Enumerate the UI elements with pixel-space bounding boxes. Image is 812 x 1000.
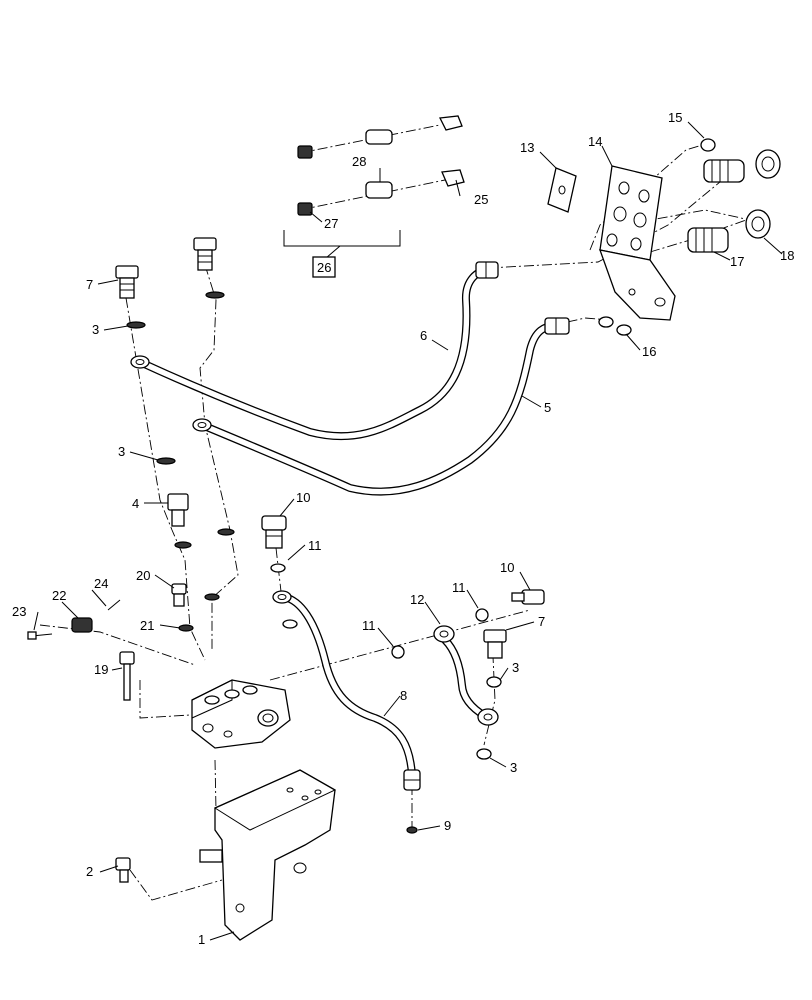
banjo-fittings	[130, 355, 499, 726]
callout-8: 8	[400, 688, 407, 703]
kit-parts-lower	[297, 169, 465, 216]
callout-10-a: 10	[296, 490, 310, 505]
callout-23: 23	[12, 604, 26, 619]
valve-block	[191, 679, 291, 749]
callout-3-c: 3	[512, 660, 519, 675]
callout-17: 17	[730, 254, 744, 269]
couplers-17	[687, 159, 745, 253]
callout-3-b: 3	[118, 444, 125, 459]
nut-15	[700, 138, 716, 152]
callout-7-b: 7	[538, 614, 545, 629]
callout-5: 5	[544, 400, 551, 415]
callout-4: 4	[132, 496, 139, 511]
callout-6: 6	[420, 328, 427, 343]
callout-9: 9	[444, 818, 451, 833]
dust-caps-18	[745, 149, 781, 239]
callout-20: 20	[136, 568, 150, 583]
banjo-bolt-10-right	[511, 589, 545, 605]
leader-lines	[33, 121, 783, 941]
banjo-bolt-upper-center	[193, 237, 217, 271]
callout-16: 16	[642, 344, 656, 359]
washers	[126, 291, 502, 834]
callout-3-a: 3	[92, 322, 99, 337]
nuts-16	[598, 316, 632, 336]
banjo-bolt-7-left	[115, 265, 139, 299]
callout-10-b: 10	[500, 560, 514, 575]
callout-12: 12	[410, 592, 424, 607]
callout-27: 27	[324, 216, 338, 231]
plate-13	[547, 167, 577, 213]
kit-bracket-26	[283, 230, 401, 278]
tube-end-nuts	[403, 261, 570, 791]
callout-11-a: 11	[308, 538, 322, 553]
callout-11-c: 11	[362, 618, 376, 633]
callout-15: 15	[668, 110, 682, 125]
callout-24: 24	[94, 576, 108, 591]
tube-12	[441, 636, 489, 720]
callout-11-b: 11	[452, 580, 466, 595]
callout-2: 2	[86, 864, 93, 879]
tube-5	[198, 322, 559, 496]
callout-28: 28	[352, 154, 366, 169]
callout-14: 14	[588, 134, 602, 149]
clamp-22-screw-23-pin-24	[27, 599, 121, 640]
tube-6	[136, 266, 492, 441]
callout-18: 18	[780, 248, 794, 263]
tube-8	[280, 593, 416, 779]
coupler-bracket-14	[599, 165, 676, 321]
callout-labels: 1 2 3 3 3 3 4 5 6 7 7 8 9 10 10 11 11 11…	[12, 110, 794, 947]
callout-7-a: 7	[86, 277, 93, 292]
callout-13: 13	[520, 140, 534, 155]
callout-22: 22	[52, 588, 66, 603]
callout-1: 1	[198, 932, 205, 947]
plug-20	[171, 583, 187, 607]
mounting-bracket-1	[199, 769, 337, 941]
callout-25: 25	[474, 192, 488, 207]
callout-21: 21	[140, 618, 154, 633]
kit-parts-upper	[297, 115, 463, 159]
banjo-bolt-7-right	[483, 629, 507, 659]
bolt-2	[115, 857, 131, 883]
bolt-19	[119, 651, 135, 701]
fitting-4	[167, 493, 189, 527]
callout-26: 26	[317, 260, 331, 275]
callout-3-d: 3	[510, 760, 517, 775]
banjo-bolt-10-center	[261, 515, 287, 549]
callout-19: 19	[94, 662, 108, 677]
